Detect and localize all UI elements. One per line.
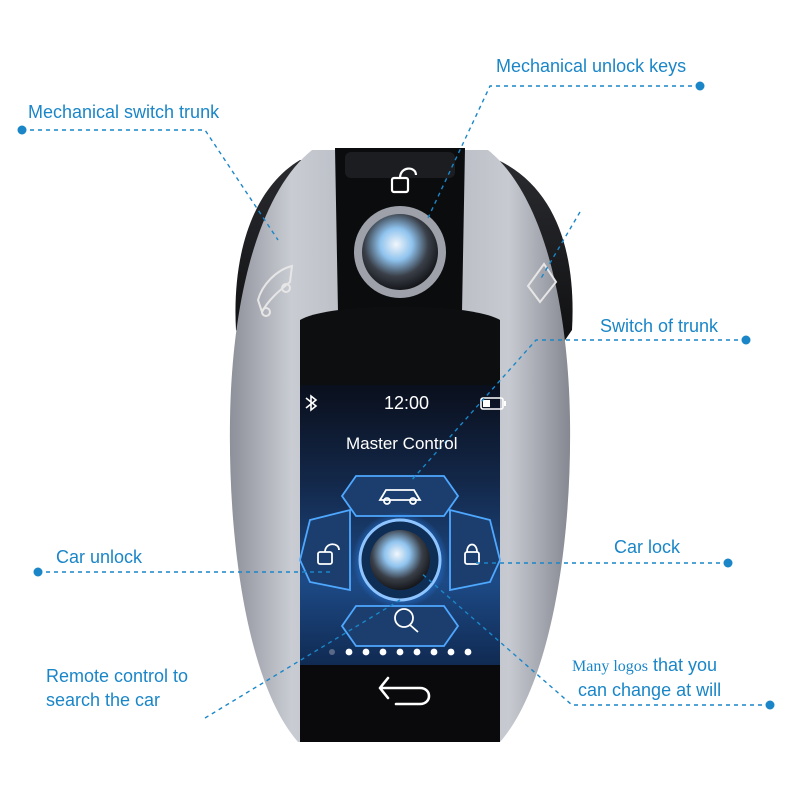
page-dot xyxy=(329,649,335,655)
car-trunk-icon xyxy=(256,264,294,317)
label-mechanical-unlock-keys: Mechanical unlock keys xyxy=(496,56,687,76)
diamond-icon xyxy=(526,262,558,304)
label-logos-line2: can change at will xyxy=(578,680,722,700)
callout-lines xyxy=(22,85,770,719)
clock-time: 12:00 xyxy=(384,393,430,413)
label-mechanical-switch-trunk: Mechanical switch trunk xyxy=(28,102,220,122)
battery-icon xyxy=(480,397,506,410)
label-remote-search-line1: Remote control to xyxy=(46,666,189,686)
page-dot xyxy=(345,648,353,656)
unlock-icon xyxy=(390,167,418,194)
callout-dots xyxy=(17,81,775,710)
label-switch-of-trunk: Switch of trunk xyxy=(600,316,719,336)
page-indicator-dots xyxy=(329,648,472,656)
lock-icon xyxy=(464,543,480,565)
page-dot xyxy=(413,648,421,656)
search-car-icon xyxy=(394,608,419,633)
bluetooth-icon xyxy=(305,394,318,412)
label-car-lock: Car lock xyxy=(614,537,681,557)
screen-unlock-icon xyxy=(317,543,340,565)
back-arrow-icon xyxy=(378,676,431,706)
page-dot xyxy=(379,648,387,656)
label-car-unlock: Car unlock xyxy=(56,547,143,567)
page-dot xyxy=(362,648,370,656)
page-dot xyxy=(447,648,455,656)
label-logos-line1: Many logos that you xyxy=(572,653,717,679)
label-logos-part2: that you xyxy=(653,655,718,675)
page-dot xyxy=(464,648,472,656)
car-icon xyxy=(378,489,422,505)
page-dot xyxy=(396,648,404,656)
label-logos-part1: Many logos xyxy=(572,658,648,675)
label-remote-search-line2: search the car xyxy=(46,690,161,710)
page-dot xyxy=(430,648,438,656)
logo-emblem-icon xyxy=(362,214,438,290)
screen-title: Master Control xyxy=(346,434,458,453)
